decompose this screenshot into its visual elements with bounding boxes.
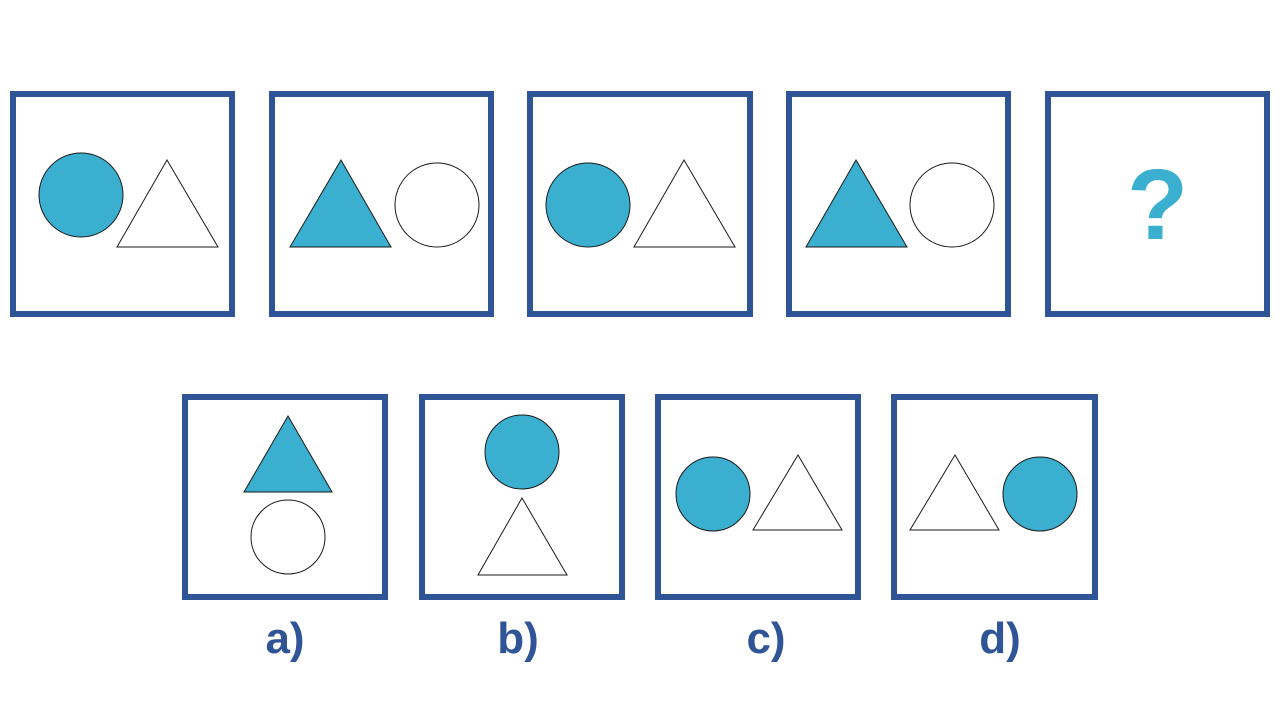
option-box-c[interactable] — [655, 394, 861, 600]
filled-circle-shape — [38, 152, 124, 238]
outline-triangle-shape — [116, 159, 219, 248]
option-box-d[interactable] — [891, 394, 1098, 600]
sequence-box-2-figure — [289, 159, 480, 248]
sequence-box-2 — [269, 91, 494, 317]
option-b-figure — [477, 414, 568, 576]
filled-triangle-shape — [289, 159, 392, 248]
option-box-a[interactable] — [182, 394, 388, 600]
sequence-box-4-figure — [805, 159, 995, 248]
outline-triangle-shape — [752, 454, 843, 531]
option-label-d: d) — [979, 614, 1021, 663]
filled-circle-shape — [675, 456, 751, 532]
question-mark: ? — [1126, 149, 1189, 261]
option-box-b[interactable] — [419, 394, 625, 600]
option-a-figure — [243, 415, 333, 575]
sequence-box-3 — [527, 91, 753, 317]
filled-circle-shape — [545, 162, 631, 248]
option-label-b: b) — [497, 614, 539, 663]
sequence-box-3-figure — [545, 159, 736, 248]
outline-circle-shape — [250, 499, 326, 575]
outline-circle-shape — [909, 162, 995, 248]
option-d-figure — [909, 454, 1078, 532]
outline-triangle-shape — [909, 454, 1000, 531]
option-c-figure — [675, 454, 843, 532]
filled-triangle-shape — [243, 415, 333, 493]
sequence-box-4 — [786, 91, 1011, 317]
outline-circle-shape — [394, 162, 480, 248]
filled-circle-shape — [484, 414, 560, 490]
sequence-box-1-figure — [38, 152, 219, 248]
outline-triangle-shape — [477, 497, 568, 576]
filled-circle-shape — [1002, 456, 1078, 532]
option-label-c: c) — [746, 614, 786, 663]
sequence-box-1 — [10, 91, 235, 317]
filled-triangle-shape — [805, 159, 908, 248]
outline-triangle-shape — [633, 159, 736, 248]
option-label-a: a) — [265, 614, 305, 663]
sequence-box-unknown: ? — [1045, 91, 1270, 317]
